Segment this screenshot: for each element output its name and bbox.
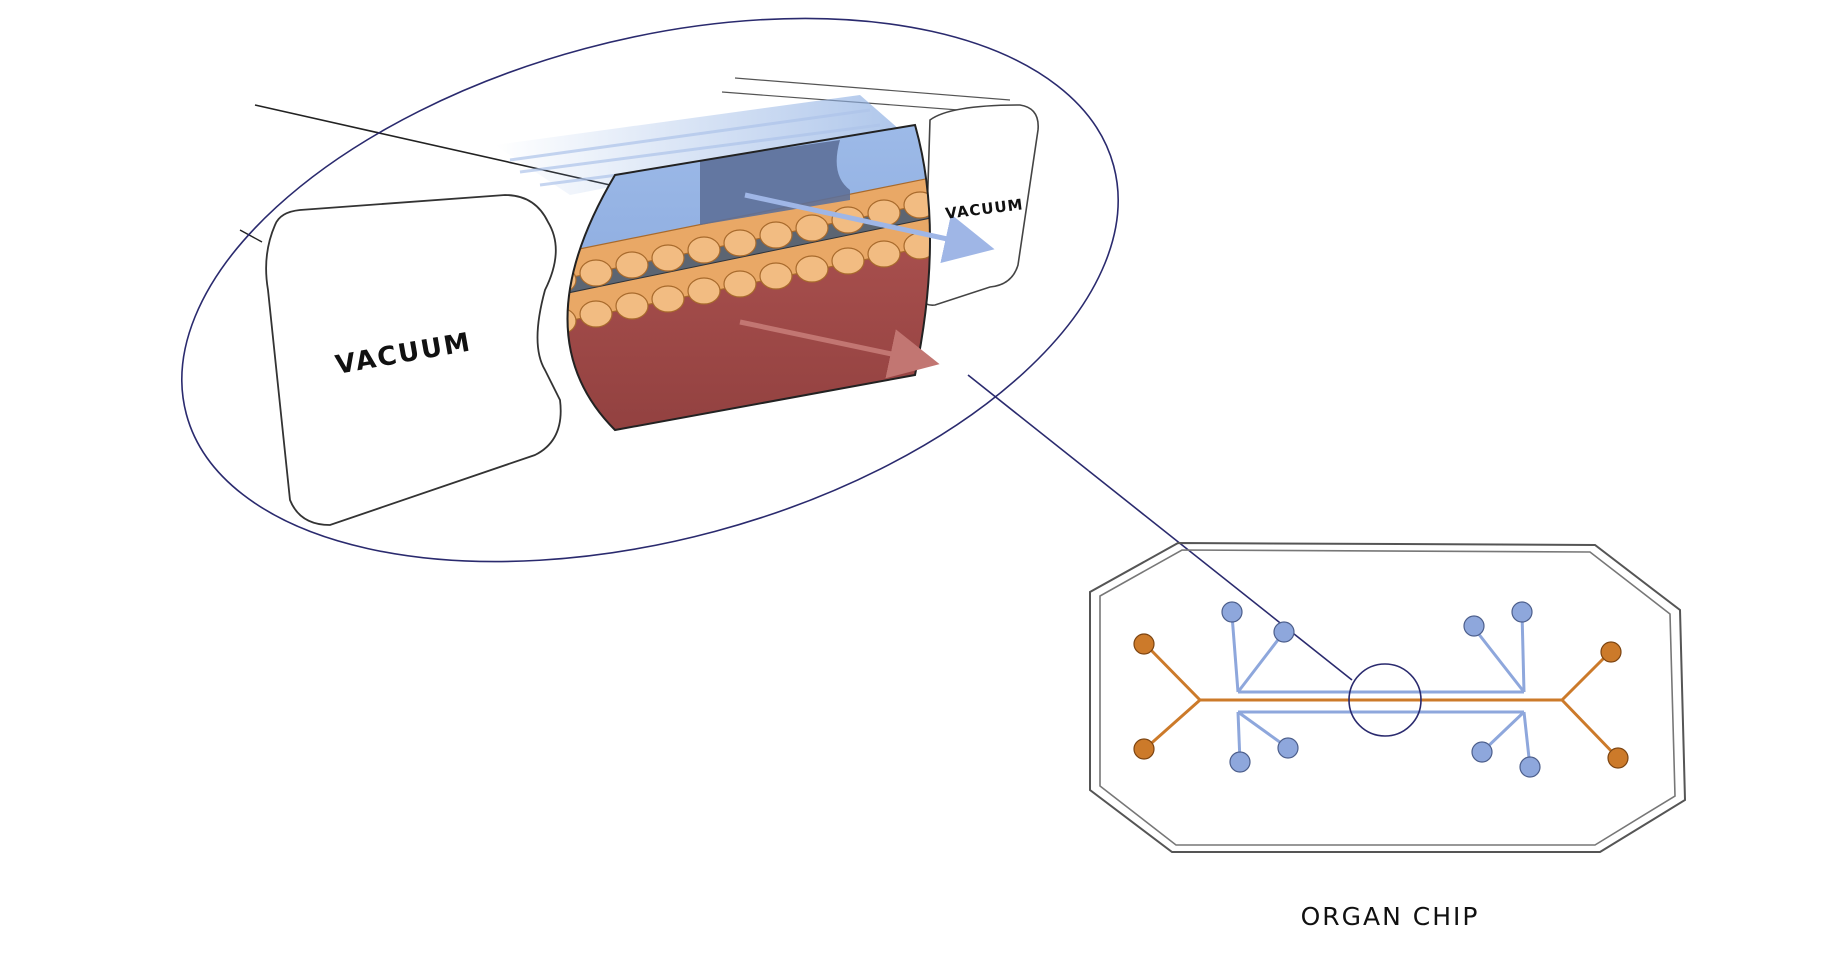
air-flow-arrow bbox=[744, 192, 995, 264]
vacuum-chamber-left bbox=[265, 194, 562, 526]
orange-ports bbox=[1133, 633, 1629, 769]
organ-chip: ORGAN CHIP bbox=[1089, 541, 1687, 931]
blue-port bbox=[1221, 601, 1243, 623]
orange-port bbox=[1607, 747, 1629, 769]
orange-port bbox=[1133, 633, 1155, 655]
orange-port bbox=[1600, 641, 1622, 663]
blue-port bbox=[1511, 601, 1533, 623]
tissue-cylinder-outline bbox=[566, 123, 931, 432]
blue-port bbox=[1229, 751, 1251, 773]
sketch-line-left bbox=[239, 229, 263, 243]
blood-flow-arrow bbox=[739, 319, 940, 379]
chip-outline-inner bbox=[1099, 549, 1676, 846]
magnifier-ellipse bbox=[181, 17, 1119, 563]
air-pocket bbox=[700, 140, 850, 225]
orange-port bbox=[1133, 738, 1155, 760]
organ-chip-label: ORGAN CHIP bbox=[1301, 902, 1480, 931]
zoom-callout: VACUUM VACUUM bbox=[181, 17, 1119, 563]
blue-port bbox=[1519, 756, 1541, 778]
blue-ports bbox=[1221, 601, 1541, 778]
blue-port bbox=[1471, 741, 1493, 763]
blue-port bbox=[1273, 621, 1295, 643]
magnified-region-circle bbox=[1348, 663, 1422, 737]
chip-outline-outer bbox=[1089, 541, 1687, 853]
callout-connector bbox=[967, 374, 1353, 681]
endothelial-cell-layer bbox=[567, 209, 930, 336]
blue-port bbox=[1463, 615, 1485, 637]
blue-port bbox=[1277, 737, 1299, 759]
orange-channel-network bbox=[1144, 643, 1619, 759]
sketch-line-rear-1 bbox=[734, 77, 1011, 101]
